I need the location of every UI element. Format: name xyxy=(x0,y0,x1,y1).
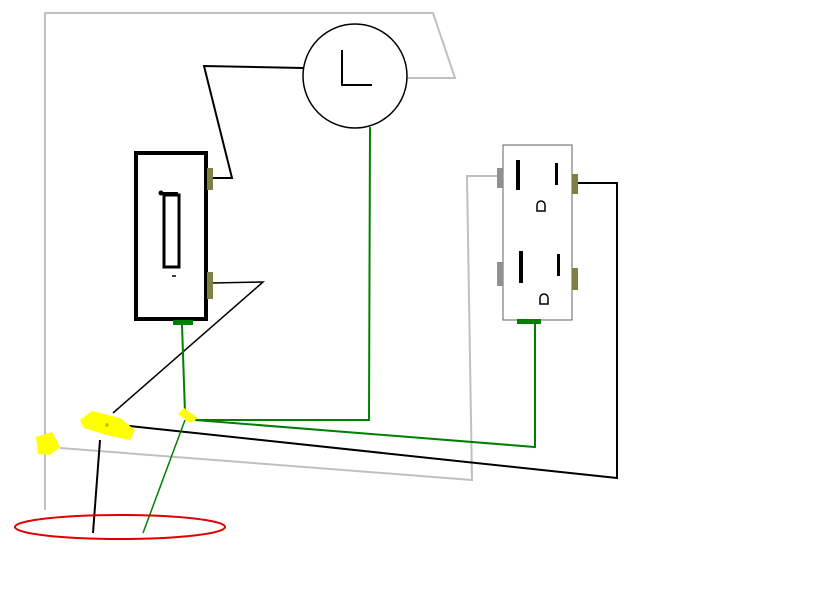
wire-nut-hot-dot xyxy=(105,423,109,427)
receptacle-ground-terminal xyxy=(517,319,541,324)
receptacle-hot-terminal-bottom xyxy=(572,268,578,290)
hot-wire-lamp-to-switch xyxy=(202,64,304,179)
receptacle-ground-hole-top xyxy=(536,200,546,212)
ground-wire-feed xyxy=(142,419,186,534)
switch-ground-terminal xyxy=(173,320,193,325)
receptacle-slot-top-right xyxy=(555,163,558,185)
ground-wire-switch xyxy=(181,324,186,414)
receptacle-slot-top-left xyxy=(516,160,520,190)
ground-wire-receptacle xyxy=(194,323,536,449)
hot-wire-receptacle xyxy=(119,182,618,480)
switch-toggle xyxy=(162,193,181,269)
receptacle-slot-bottom-left xyxy=(519,251,523,283)
receptacle-hot-terminal-top xyxy=(572,174,578,194)
neutral-wire-top-loop xyxy=(44,12,457,510)
switch-terminal-bottom xyxy=(207,272,213,299)
receptacle-neutral-terminal-top xyxy=(497,168,503,188)
neutral-wire-receptacle xyxy=(59,175,500,482)
hot-wire-feed xyxy=(92,439,101,534)
light-fixture xyxy=(302,23,408,129)
receptacle-body xyxy=(502,144,573,321)
switch-body xyxy=(134,151,208,321)
ground-wire-lamp xyxy=(195,126,371,421)
receptacle-ground-hole-bottom xyxy=(539,293,549,305)
wire-nut-neutral xyxy=(36,432,60,455)
cable-entry-outline xyxy=(14,514,226,540)
switch-terminal-top xyxy=(207,168,213,190)
hot-wire-switch-to-nut xyxy=(112,281,266,414)
receptacle-slot-bottom-right xyxy=(557,254,560,276)
receptacle-neutral-terminal-bottom xyxy=(497,262,503,286)
wire-nut-ground xyxy=(178,408,198,423)
lamp-symbol-icon xyxy=(341,50,372,86)
